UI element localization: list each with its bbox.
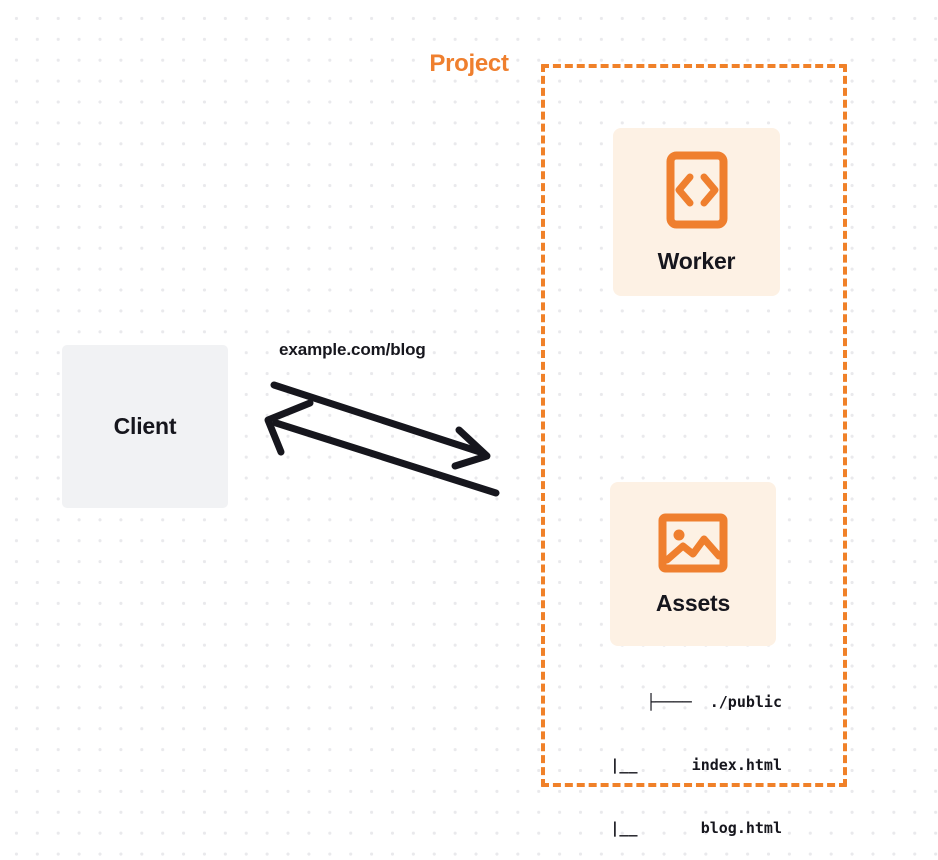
project-boundary — [541, 64, 847, 787]
file-tree-row: |__ blog.html — [610, 819, 782, 837]
node-worker-label: Worker — [657, 248, 736, 274]
node-assets-label: Assets — [655, 590, 731, 616]
request-arrow — [270, 381, 491, 470]
file-tree-row: |__ index.html — [610, 756, 782, 774]
node-client[interactable]: Client — [62, 345, 228, 508]
image-icon — [658, 513, 728, 578]
node-client-label: Client — [113, 413, 177, 439]
node-assets[interactable]: Assets — [610, 482, 776, 646]
response-arrow — [264, 399, 500, 497]
code-brackets-icon — [666, 151, 728, 234]
assets-file-tree: ├──── ./public |__ index.html |__ blog.h… — [540, 650, 782, 860]
project-label: Project — [423, 50, 515, 78]
node-worker[interactable]: Worker — [613, 128, 780, 296]
file-tree-row: ├──── ./public — [646, 693, 782, 711]
connection-label: example.com/blog — [279, 340, 426, 359]
